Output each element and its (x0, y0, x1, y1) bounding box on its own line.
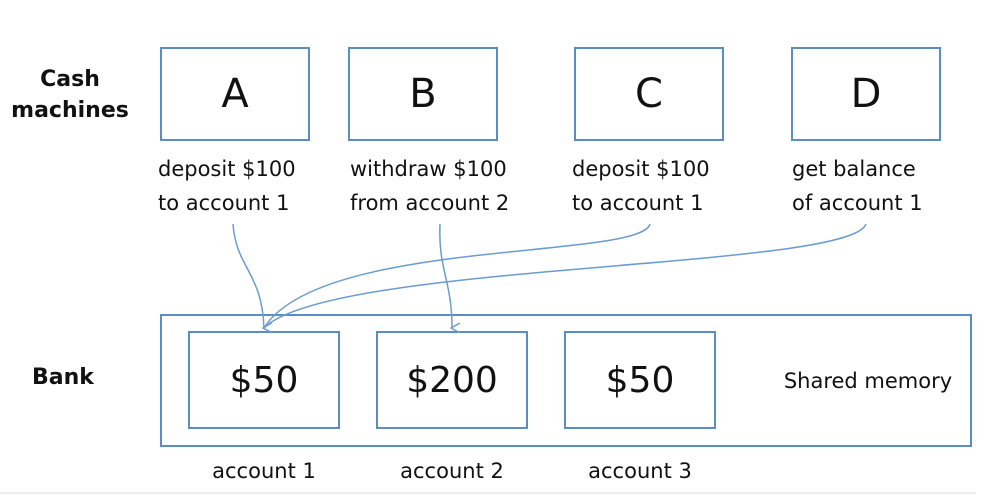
arrow-c-to-account-1 (263, 223, 651, 329)
cash-machines-label-line1: Cash (40, 67, 100, 92)
machine-box-a: A (160, 47, 310, 141)
account-box-3: $50 (564, 331, 716, 429)
account-label-2: account 2 (400, 459, 504, 483)
machine-box-d: D (791, 47, 941, 141)
operation-c-line2: to account 1 (572, 191, 704, 215)
operation-b-line2: from account 2 (350, 191, 510, 215)
arrow-a-to-account-1 (232, 223, 264, 328)
account-label-1: account 1 (212, 459, 316, 483)
operation-d-line1: get balance (792, 157, 916, 181)
account-box-2: $200 (376, 331, 528, 429)
bottom-divider (0, 492, 976, 494)
cash-machines-label-line2: machines (11, 98, 129, 123)
account-label-3: account 3 (588, 459, 692, 483)
account-box-1: $50 (188, 331, 340, 429)
operation-b-line1: withdraw $100 (350, 157, 507, 181)
arrow-d-to-account-1 (263, 223, 867, 329)
cash-machines-label: Cash machines (0, 64, 140, 126)
machine-box-b: B (348, 47, 498, 141)
operation-d: get balance of account 1 (792, 152, 923, 220)
operation-c: deposit $100 to account 1 (572, 152, 710, 220)
operation-c-line1: deposit $100 (572, 157, 710, 181)
operation-b: withdraw $100 from account 2 (350, 152, 509, 220)
operation-a-line2: to account 1 (158, 191, 290, 215)
operation-a: deposit $100 to account 1 (158, 152, 296, 220)
bank-label: Bank (32, 365, 94, 390)
shared-memory-label: Shared memory (783, 369, 953, 393)
operation-a-line1: deposit $100 (158, 157, 296, 181)
machine-box-c: C (574, 47, 724, 141)
operation-d-line2: of account 1 (792, 191, 923, 215)
arrow-b-to-account-2 (439, 223, 452, 328)
